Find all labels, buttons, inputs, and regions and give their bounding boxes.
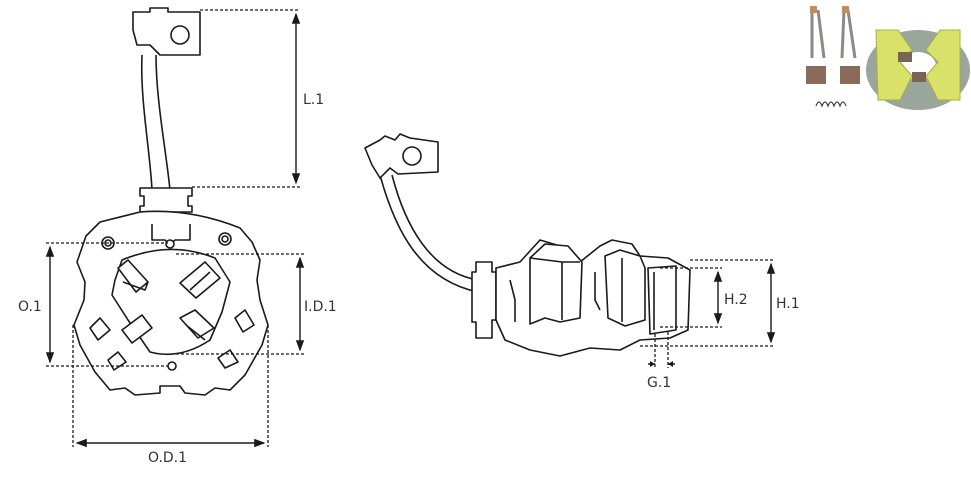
base-plate: [73, 210, 269, 396]
brush: [647, 265, 677, 335]
brush-boxes: [89, 259, 255, 371]
label-g1: G.1: [647, 375, 671, 391]
label-h1: H.1: [776, 296, 800, 312]
connector-block: [139, 187, 193, 213]
terminal-lug: [132, 7, 201, 56]
front-view: [73, 7, 269, 396]
lead-wire: [379, 174, 479, 293]
photo-spring: [815, 101, 847, 108]
terminal-hole: [170, 25, 190, 45]
dimension-g1: G.1: [647, 332, 675, 391]
hole: [167, 361, 177, 371]
dimension-l1: L.1: [192, 9, 324, 188]
side-view: [364, 133, 691, 357]
rivet-inner: [221, 235, 229, 243]
product-photo: [800, 0, 971, 115]
dimension-od1: O.D.1: [72, 325, 269, 466]
label-o1: O.1: [18, 299, 42, 315]
dimension-id1: I.D.1: [176, 253, 337, 355]
label-h2: H.2: [724, 292, 748, 308]
terminal-lug: [364, 133, 439, 179]
brush-box-left: [529, 243, 583, 325]
dimension-o1: O.1: [18, 242, 168, 367]
dimension-h2: H.2: [660, 267, 748, 328]
label-od1: O.D.1: [148, 450, 187, 466]
brush-box-right: [604, 249, 646, 327]
side-details: [509, 272, 601, 322]
lead-wire: [140, 54, 171, 191]
side-connector: [471, 261, 497, 339]
photo-brush-left: [806, 6, 826, 84]
photo-insulator-left: [875, 29, 913, 101]
label-l1: L.1: [303, 92, 324, 108]
label-id1: I.D.1: [304, 299, 337, 315]
commutator-opening: [111, 248, 231, 356]
dimension-h1: H.1: [640, 259, 800, 347]
terminal-hole: [402, 146, 422, 166]
photo-insulator-right: [925, 29, 961, 101]
hole: [165, 239, 175, 249]
photo-brush-right: [840, 6, 860, 84]
